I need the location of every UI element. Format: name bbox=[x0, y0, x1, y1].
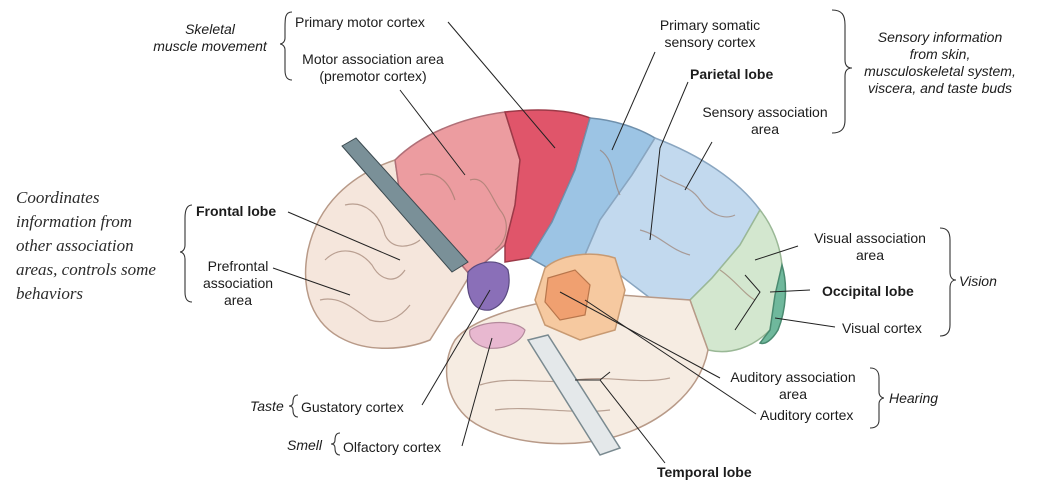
primary-somatic-region bbox=[528, 117, 657, 269]
label-visual-cortex: Visual cortex bbox=[842, 320, 922, 336]
label-coordinates-information: Coordinates information from other assoc… bbox=[16, 188, 156, 303]
bracket-smell bbox=[330, 432, 341, 456]
label-skeletal-muscle-movement: Skeletal muscle movement bbox=[153, 21, 267, 54]
bracket-vision bbox=[939, 227, 957, 337]
bracket-sensory bbox=[831, 9, 853, 134]
visual-cortex-region bbox=[758, 262, 787, 345]
label-olfactory-cortex: Olfactory cortex bbox=[343, 439, 442, 455]
auditory-cortex-region bbox=[544, 269, 591, 321]
brain-stem bbox=[526, 334, 622, 456]
label-sensory-association-area: Sensory association area bbox=[702, 104, 828, 137]
olfactory-region bbox=[469, 321, 526, 349]
frontal-lobe-region bbox=[304, 159, 471, 349]
bracket-hearing bbox=[869, 367, 885, 429]
label-frontal-lobe: Frontal lobe bbox=[196, 203, 277, 219]
bracket-frontal bbox=[179, 204, 193, 303]
label-temporal-lobe: Temporal lobe bbox=[657, 464, 752, 480]
label-parietal-lobe: Parietal lobe bbox=[690, 66, 774, 82]
label-sensory-information: Sensory information from skin, musculosk… bbox=[864, 29, 1016, 96]
brain-illustration bbox=[304, 109, 787, 456]
bracket-skeletal bbox=[279, 11, 293, 81]
label-hearing: Hearing bbox=[889, 390, 939, 406]
label-taste: Taste bbox=[250, 398, 284, 414]
gustatory-region bbox=[466, 261, 510, 311]
leader-lines bbox=[272, 21, 836, 464]
label-motor-association-area: Motor association area (premotor cortex) bbox=[302, 51, 444, 84]
label-visual-association-area: Visual association area bbox=[814, 230, 926, 263]
label-gustatory-cortex: Gustatory cortex bbox=[301, 399, 404, 415]
bracket-taste bbox=[288, 394, 299, 418]
label-auditory-cortex: Auditory cortex bbox=[760, 407, 854, 423]
gyri-lines bbox=[319, 149, 756, 413]
label-vision: Vision bbox=[959, 273, 997, 289]
label-prefrontal-association-area: Prefrontal association area bbox=[202, 258, 274, 308]
brackets bbox=[179, 9, 957, 456]
primary-motor-region bbox=[504, 109, 591, 263]
label-smell: Smell bbox=[287, 437, 323, 453]
probe-rod bbox=[341, 137, 469, 273]
label-auditory-association-area: Auditory association area bbox=[730, 369, 856, 402]
label-primary-motor-cortex: Primary motor cortex bbox=[295, 14, 425, 30]
label-occipital-lobe: Occipital lobe bbox=[822, 283, 914, 299]
label-primary-somatic-sensory-cortex: Primary somatic sensory cortex bbox=[659, 17, 761, 50]
